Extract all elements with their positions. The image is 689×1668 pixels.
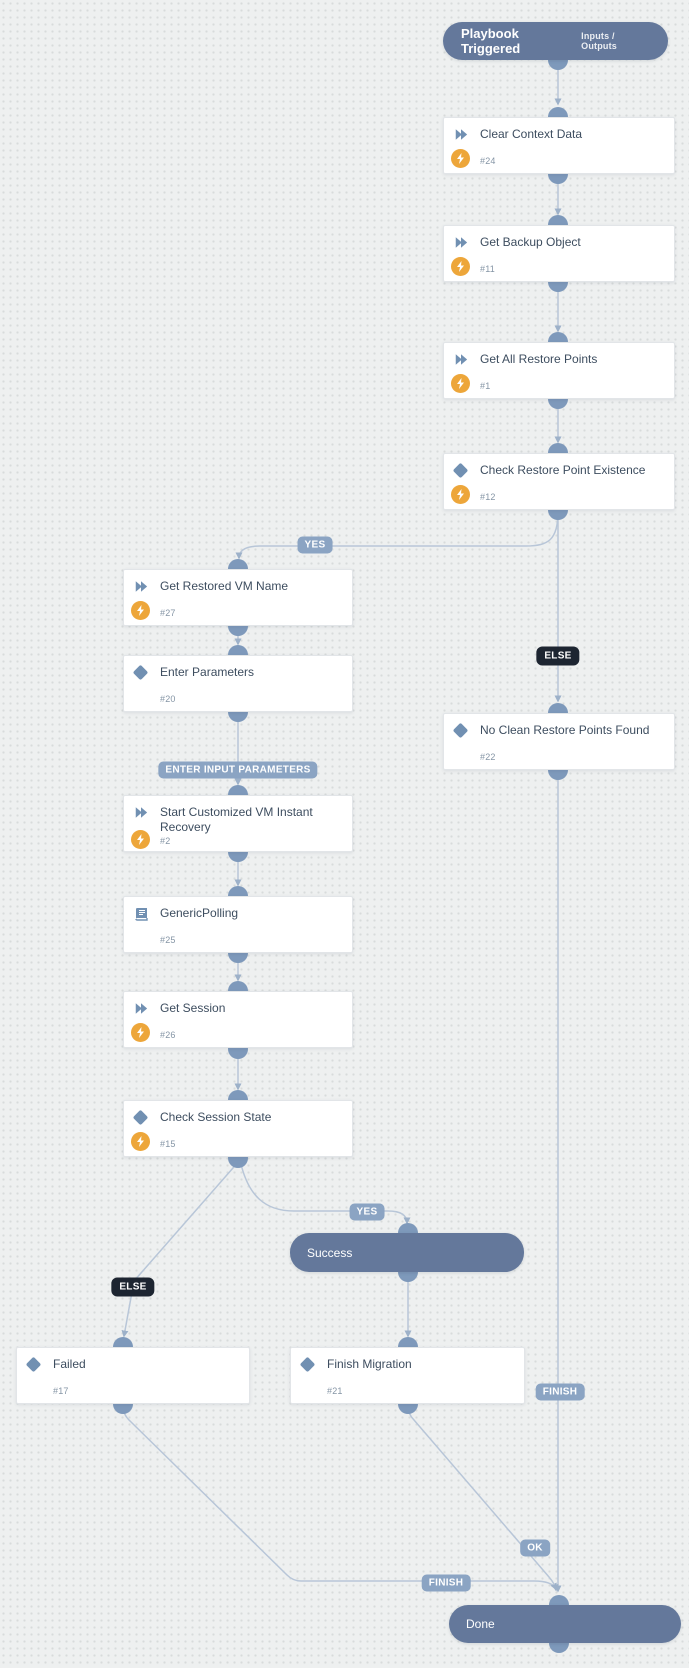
edge-finish-bottom [122,1405,557,1591]
task-get-session[interactable]: Get Session #26 [123,991,353,1048]
task-title: Start Customized VM Instant Recovery [160,805,313,834]
edge-yes-restore [235,511,559,560]
task-id: #21 [327,1386,343,1396]
chevron-right-icon [134,806,148,824]
condition-diamond-icon [25,1356,42,1373]
task-title: Finish Migration [327,1357,412,1371]
playbook-triggered-title: Playbook Triggered [461,26,521,56]
chevron-right-icon [134,1002,148,1020]
inputs-outputs-link[interactable]: Inputs / Outputs [581,31,618,51]
edge-yes-session [239,1159,411,1225]
task-generic-polling[interactable]: GenericPolling #25 [123,896,353,953]
task-start-customized-vm-instant-recovery[interactable]: Start Customized VM Instant Recovery #2 [123,795,353,852]
automation-lightning-icon [451,149,470,168]
task-id: #1 [480,381,491,391]
task-title: Enter Parameters [160,665,255,679]
automation-lightning-icon [451,374,470,393]
task-title: Get Restored VM Name [160,579,289,593]
task-enter-parameters[interactable]: Enter Parameters #20 [123,655,353,712]
subplaybook-book-icon [134,907,149,926]
condition-diamond-icon [452,462,469,479]
task-clear-context-data[interactable]: Clear Context Data #24 [443,117,675,174]
task-id: #26 [160,1030,176,1040]
task-no-clean-restore-points-found[interactable]: No Clean Restore Points Found #22 [443,713,675,770]
task-get-restored-vm-name[interactable]: Get Restored VM Name #27 [123,569,353,626]
condition-diamond-icon [299,1356,316,1373]
task-title: Failed [53,1357,86,1371]
task-finish-migration[interactable]: Finish Migration #21 [290,1347,525,1404]
task-title: Check Restore Point Existence [480,463,646,477]
done-node[interactable]: Done [449,1605,681,1643]
chevron-right-icon [134,580,148,598]
task-id: #2 [160,836,171,846]
edge-label-enter-input-parameters: ENTER INPUT PARAMETERS [158,761,318,779]
condition-diamond-icon [452,722,469,739]
edge-label-yes-restore: YES [297,536,333,554]
task-title: No Clean Restore Points Found [480,723,650,737]
automation-lightning-icon [131,601,150,620]
task-id: #24 [480,156,496,166]
task-check-session-state[interactable]: Check Session State #15 [123,1100,353,1157]
success-title: Success [307,1245,353,1260]
task-get-all-restore-points[interactable]: Get All Restore Points #1 [443,342,675,399]
task-get-backup-object[interactable]: Get Backup Object #11 [443,225,675,282]
automation-lightning-icon [131,1132,150,1151]
task-title: Get All Restore Points [480,352,598,366]
chevron-right-icon [454,236,468,254]
edge-label-ok: OK [520,1539,550,1557]
chevron-right-icon [454,353,468,371]
task-id: #17 [53,1386,69,1396]
edge-ok [407,1405,559,1592]
task-title: Get Backup Object [480,235,581,249]
automation-lightning-icon [451,257,470,276]
task-title: Get Session [160,1001,226,1015]
automation-lightning-icon [451,485,470,504]
task-title: Check Session State [160,1110,272,1124]
task-id: #11 [480,264,495,274]
automation-lightning-icon [131,830,150,849]
edge-label-yes-session: YES [349,1203,385,1221]
task-check-restore-point-existence[interactable]: Check Restore Point Existence #12 [443,453,675,510]
done-title: Done [466,1617,495,1631]
condition-diamond-icon [132,1109,149,1126]
edge-else-session [121,1159,241,1338]
condition-diamond-icon [132,664,149,681]
task-title: GenericPolling [160,906,239,920]
task-id: #22 [480,752,496,762]
success-milestone-node[interactable]: Success [290,1233,524,1272]
task-title: Clear Context Data [480,127,583,141]
chevron-right-icon [454,128,468,146]
task-id: #20 [160,694,176,704]
task-id: #27 [160,608,176,618]
edge-label-else-session: ELSE [111,1277,155,1297]
edge-label-else-restore: ELSE [536,646,580,666]
task-id: #15 [160,1139,176,1149]
task-failed[interactable]: Failed #17 [16,1347,250,1404]
automation-lightning-icon [131,1023,150,1042]
task-id: #12 [480,492,496,502]
edge-label-finish-right: FINISH [535,1383,585,1401]
playbook-triggered-node[interactable]: Playbook Triggered Inputs / Outputs [443,22,668,60]
task-id: #25 [160,935,176,945]
edge-label-finish-bottom: FINISH [421,1574,471,1592]
